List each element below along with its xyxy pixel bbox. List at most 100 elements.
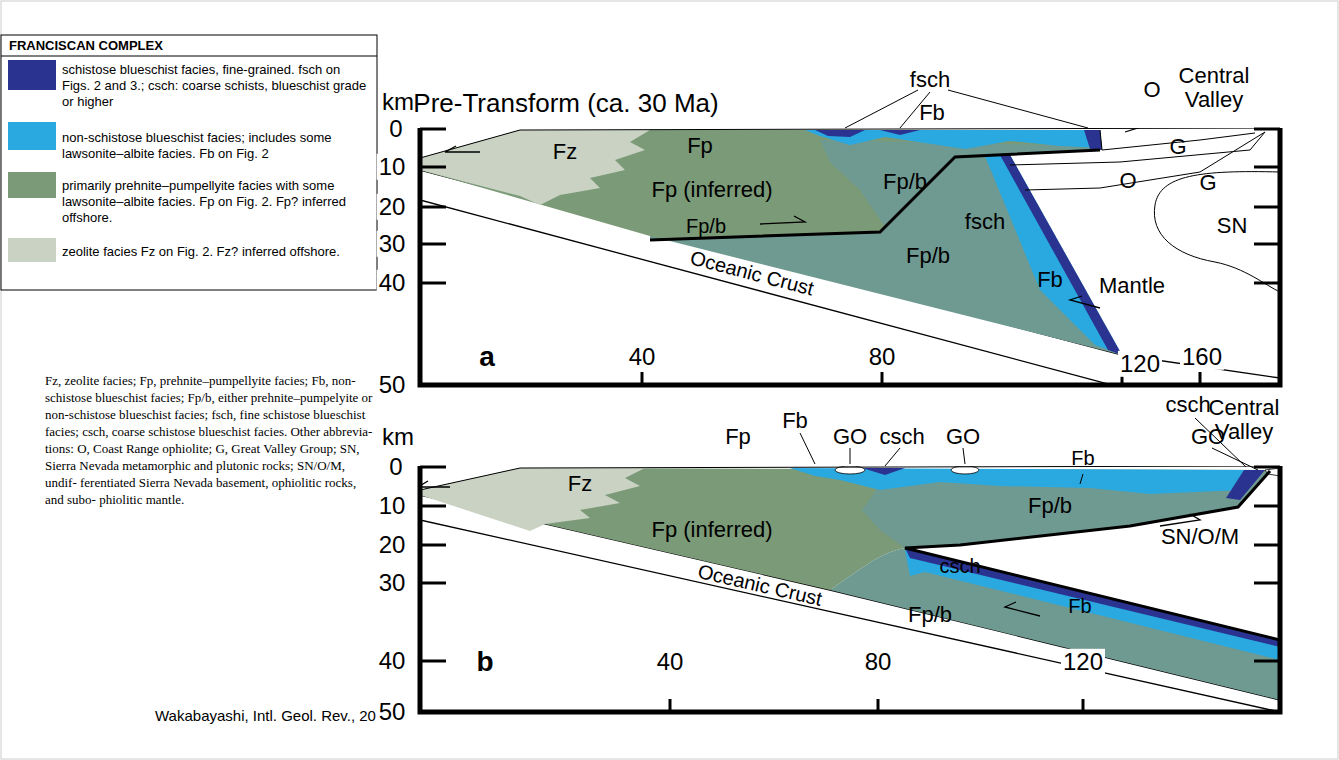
- section-label: O: [1119, 169, 1136, 193]
- legend-text: non-schistose blueschist facies; include…: [62, 130, 370, 162]
- fb-zone: [805, 130, 1102, 149]
- axis-frame: [420, 128, 1280, 385]
- section-label: 40: [627, 344, 658, 370]
- legend-box: [1, 35, 377, 290]
- section-label: 0: [387, 116, 404, 142]
- section-label: 20: [377, 194, 408, 220]
- section-label: 30: [377, 231, 408, 257]
- leader-line: [963, 448, 965, 464]
- section-label: csch: [1165, 393, 1210, 417]
- section-label: 40: [377, 270, 408, 296]
- fsch-zone: [880, 130, 920, 135]
- axis-ticks: [420, 466, 446, 469]
- fp-zone: [420, 468, 1270, 590]
- axis-ticks: [420, 128, 446, 131]
- axis-ticks: [420, 505, 446, 508]
- section-label: 80: [867, 344, 898, 370]
- slip-arrow: [1005, 602, 1040, 616]
- section-label: Fb: [1071, 447, 1094, 469]
- leader-line: [885, 448, 900, 466]
- axis-ticks: [1254, 243, 1280, 246]
- section-label: Fp (inferred): [651, 178, 772, 202]
- axis-ticks: [1254, 128, 1280, 131]
- leader-line: [948, 90, 1088, 128]
- axis-ticks: [420, 243, 446, 246]
- sierra-outline: [1154, 172, 1280, 292]
- section-label: 40: [655, 649, 686, 675]
- axis-ticks: [420, 206, 446, 209]
- fz-zone: [420, 468, 645, 531]
- legend-rule: [1, 56, 377, 57]
- section-label: Fp/b: [908, 603, 952, 627]
- axis-ticks: [669, 699, 672, 712]
- section-label: csch: [939, 555, 980, 577]
- axis-ticks: [881, 372, 884, 385]
- legend-note: Fz, zeolite facies; Fp, prehnite–pumpell…: [45, 372, 375, 508]
- contact: [420, 128, 1280, 158]
- contact: [1010, 132, 1265, 165]
- section-label: 10: [377, 493, 408, 519]
- axis-ticks: [641, 372, 644, 385]
- section-label: a: [479, 342, 495, 373]
- legend-text: primarily prehnite–pumpellyite facies wi…: [62, 178, 370, 226]
- leader-line: [850, 448, 851, 464]
- section-label: Fp/b: [883, 170, 927, 194]
- section-label: G: [1199, 171, 1216, 195]
- legend-text: schistose blueschist facies, fine-graine…: [62, 62, 370, 110]
- geo-shape: [420, 128, 1280, 385]
- axis-ticks: [877, 699, 880, 712]
- section-label: csch: [879, 425, 924, 449]
- leader-line: [1212, 448, 1258, 470]
- slip-arrow: [445, 146, 480, 152]
- section-label: fsch: [965, 210, 1005, 234]
- fb-zone: [905, 550, 1280, 660]
- section-label: 30: [377, 570, 408, 596]
- leader-line: [845, 90, 918, 128]
- thrust: [650, 150, 1100, 240]
- section-label: 20: [377, 532, 408, 558]
- panel-title: Pre-Transform (ca. 30 Ma): [413, 89, 718, 118]
- fsch-zone: [905, 548, 1280, 647]
- contact: [1025, 132, 1265, 190]
- fsch-zone: [1084, 130, 1102, 150]
- section-label: 0: [387, 454, 404, 480]
- section-label: fsch: [910, 68, 950, 92]
- section-label: Central Valley: [1166, 64, 1262, 112]
- axis-frame: [420, 466, 1280, 712]
- leader-line: [800, 433, 815, 464]
- leader-line: [1080, 474, 1083, 484]
- section-label: Fp/b: [1028, 494, 1072, 518]
- legend-swatch: [8, 122, 56, 150]
- axis-ticks: [1254, 582, 1280, 585]
- section-label: Central Valley: [1196, 396, 1292, 444]
- section-label: Fp (inferred): [651, 518, 772, 542]
- section-label: 120: [1118, 351, 1162, 377]
- slip-arrow: [420, 481, 450, 487]
- legend-swatch: [8, 238, 56, 262]
- section-label: 50: [377, 699, 408, 725]
- section-label: 10: [377, 154, 408, 180]
- section-label: O: [1143, 78, 1160, 102]
- fsch-zone: [1000, 155, 1122, 355]
- axis-ticks: [1199, 372, 1202, 385]
- legend-swatch: [8, 172, 56, 198]
- fsch-zone: [862, 468, 905, 475]
- axis-ticks: [420, 467, 1280, 712]
- leader-line: [845, 90, 1088, 128]
- section-label: GO: [833, 425, 867, 449]
- section-label: 120: [1061, 649, 1105, 675]
- axis-ticks: [1254, 166, 1280, 169]
- section-label: km: [382, 89, 414, 115]
- section-label: Fb: [1068, 595, 1091, 617]
- slip-arrow: [1070, 296, 1100, 308]
- fpb-zone: [650, 155, 1122, 355]
- credit-caption: Wakabayashi, Intl. Geol. Rev., 2015: [155, 708, 393, 725]
- axis-ticks: [1082, 699, 1085, 712]
- section-label: G: [1169, 135, 1186, 159]
- fsch-zone: [815, 130, 865, 137]
- section-label: Fb: [1037, 268, 1063, 292]
- contact: [420, 466, 1280, 490]
- section-label: GO: [946, 425, 980, 449]
- section-label: 80: [863, 649, 894, 675]
